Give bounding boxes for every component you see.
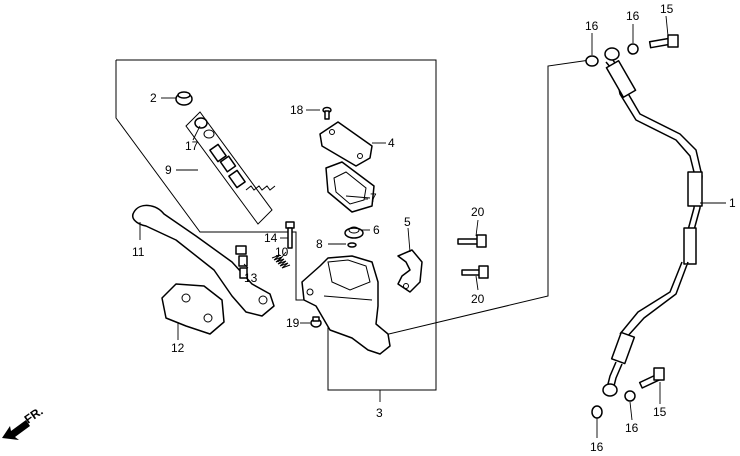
callout-16-bottom-right: 16 (625, 421, 639, 435)
callout-16-top-left: 16 (585, 19, 599, 33)
reservoir-cover-part (319, 121, 373, 167)
callout-11: 11 (132, 245, 145, 259)
front-direction-indicator: FR. (2, 404, 46, 440)
cover-screw-part (322, 106, 332, 120)
callout-20-lower: 20 (471, 292, 485, 306)
callout-16-top-right: 16 (626, 9, 640, 23)
callout-9: 9 (165, 163, 172, 177)
circlip-part (194, 117, 215, 139)
leader-lines (139, 15, 726, 438)
sealing-washer-upper-left-part (585, 55, 599, 67)
brake-hose-part (602, 47, 703, 397)
callout-1: 1 (729, 196, 736, 210)
callout-15-top: 15 (660, 2, 674, 16)
holder-bolt-upper-part (457, 234, 487, 248)
callout-8: 8 (316, 237, 323, 251)
brake-lever-part (132, 204, 275, 317)
callout-12: 12 (171, 341, 185, 355)
diaphragm-part (325, 161, 375, 213)
callout-5: 5 (404, 215, 411, 229)
master-cylinder-body-part (301, 255, 391, 355)
lever-spring-part (271, 254, 291, 269)
holder-bolt-lower-part (461, 265, 489, 279)
banjo-bolt-upper-part (648, 34, 679, 49)
callout-18: 18 (290, 103, 304, 117)
callout-10: 10 (275, 245, 289, 259)
callout-7: 7 (370, 191, 377, 205)
float-part (347, 242, 357, 248)
reservoir-cap-part (175, 91, 193, 106)
callout-16-bottom-left: 16 (590, 440, 604, 454)
callout-20-upper: 20 (471, 205, 485, 219)
callout-3: 3 (376, 406, 383, 420)
nut-part (310, 316, 322, 328)
piston-set-part (209, 143, 276, 191)
callout-15-bottom: 15 (653, 405, 667, 419)
clamp-bracket-part (397, 249, 423, 293)
sealing-washer-lower-right-part (624, 390, 636, 402)
callout-14: 14 (264, 231, 278, 245)
callout-4: 4 (388, 136, 395, 150)
arrow-icon (2, 420, 30, 440)
banjo-bolt-lower-part (638, 367, 665, 389)
holder-part (161, 283, 225, 335)
callout-17: 17 (185, 139, 199, 153)
sealing-washer-lower-left-part (591, 405, 603, 419)
pivot-bolt-part (235, 245, 248, 279)
piston-kit-outline (185, 111, 273, 225)
callout-2: 2 (150, 91, 157, 105)
callout-19: 19 (286, 316, 300, 330)
plate-part (344, 226, 364, 239)
hose-connection-line (371, 59, 591, 339)
sealing-washer-upper-right-part (627, 43, 639, 55)
callout-6: 6 (373, 223, 380, 237)
callout-13: 13 (244, 271, 258, 285)
